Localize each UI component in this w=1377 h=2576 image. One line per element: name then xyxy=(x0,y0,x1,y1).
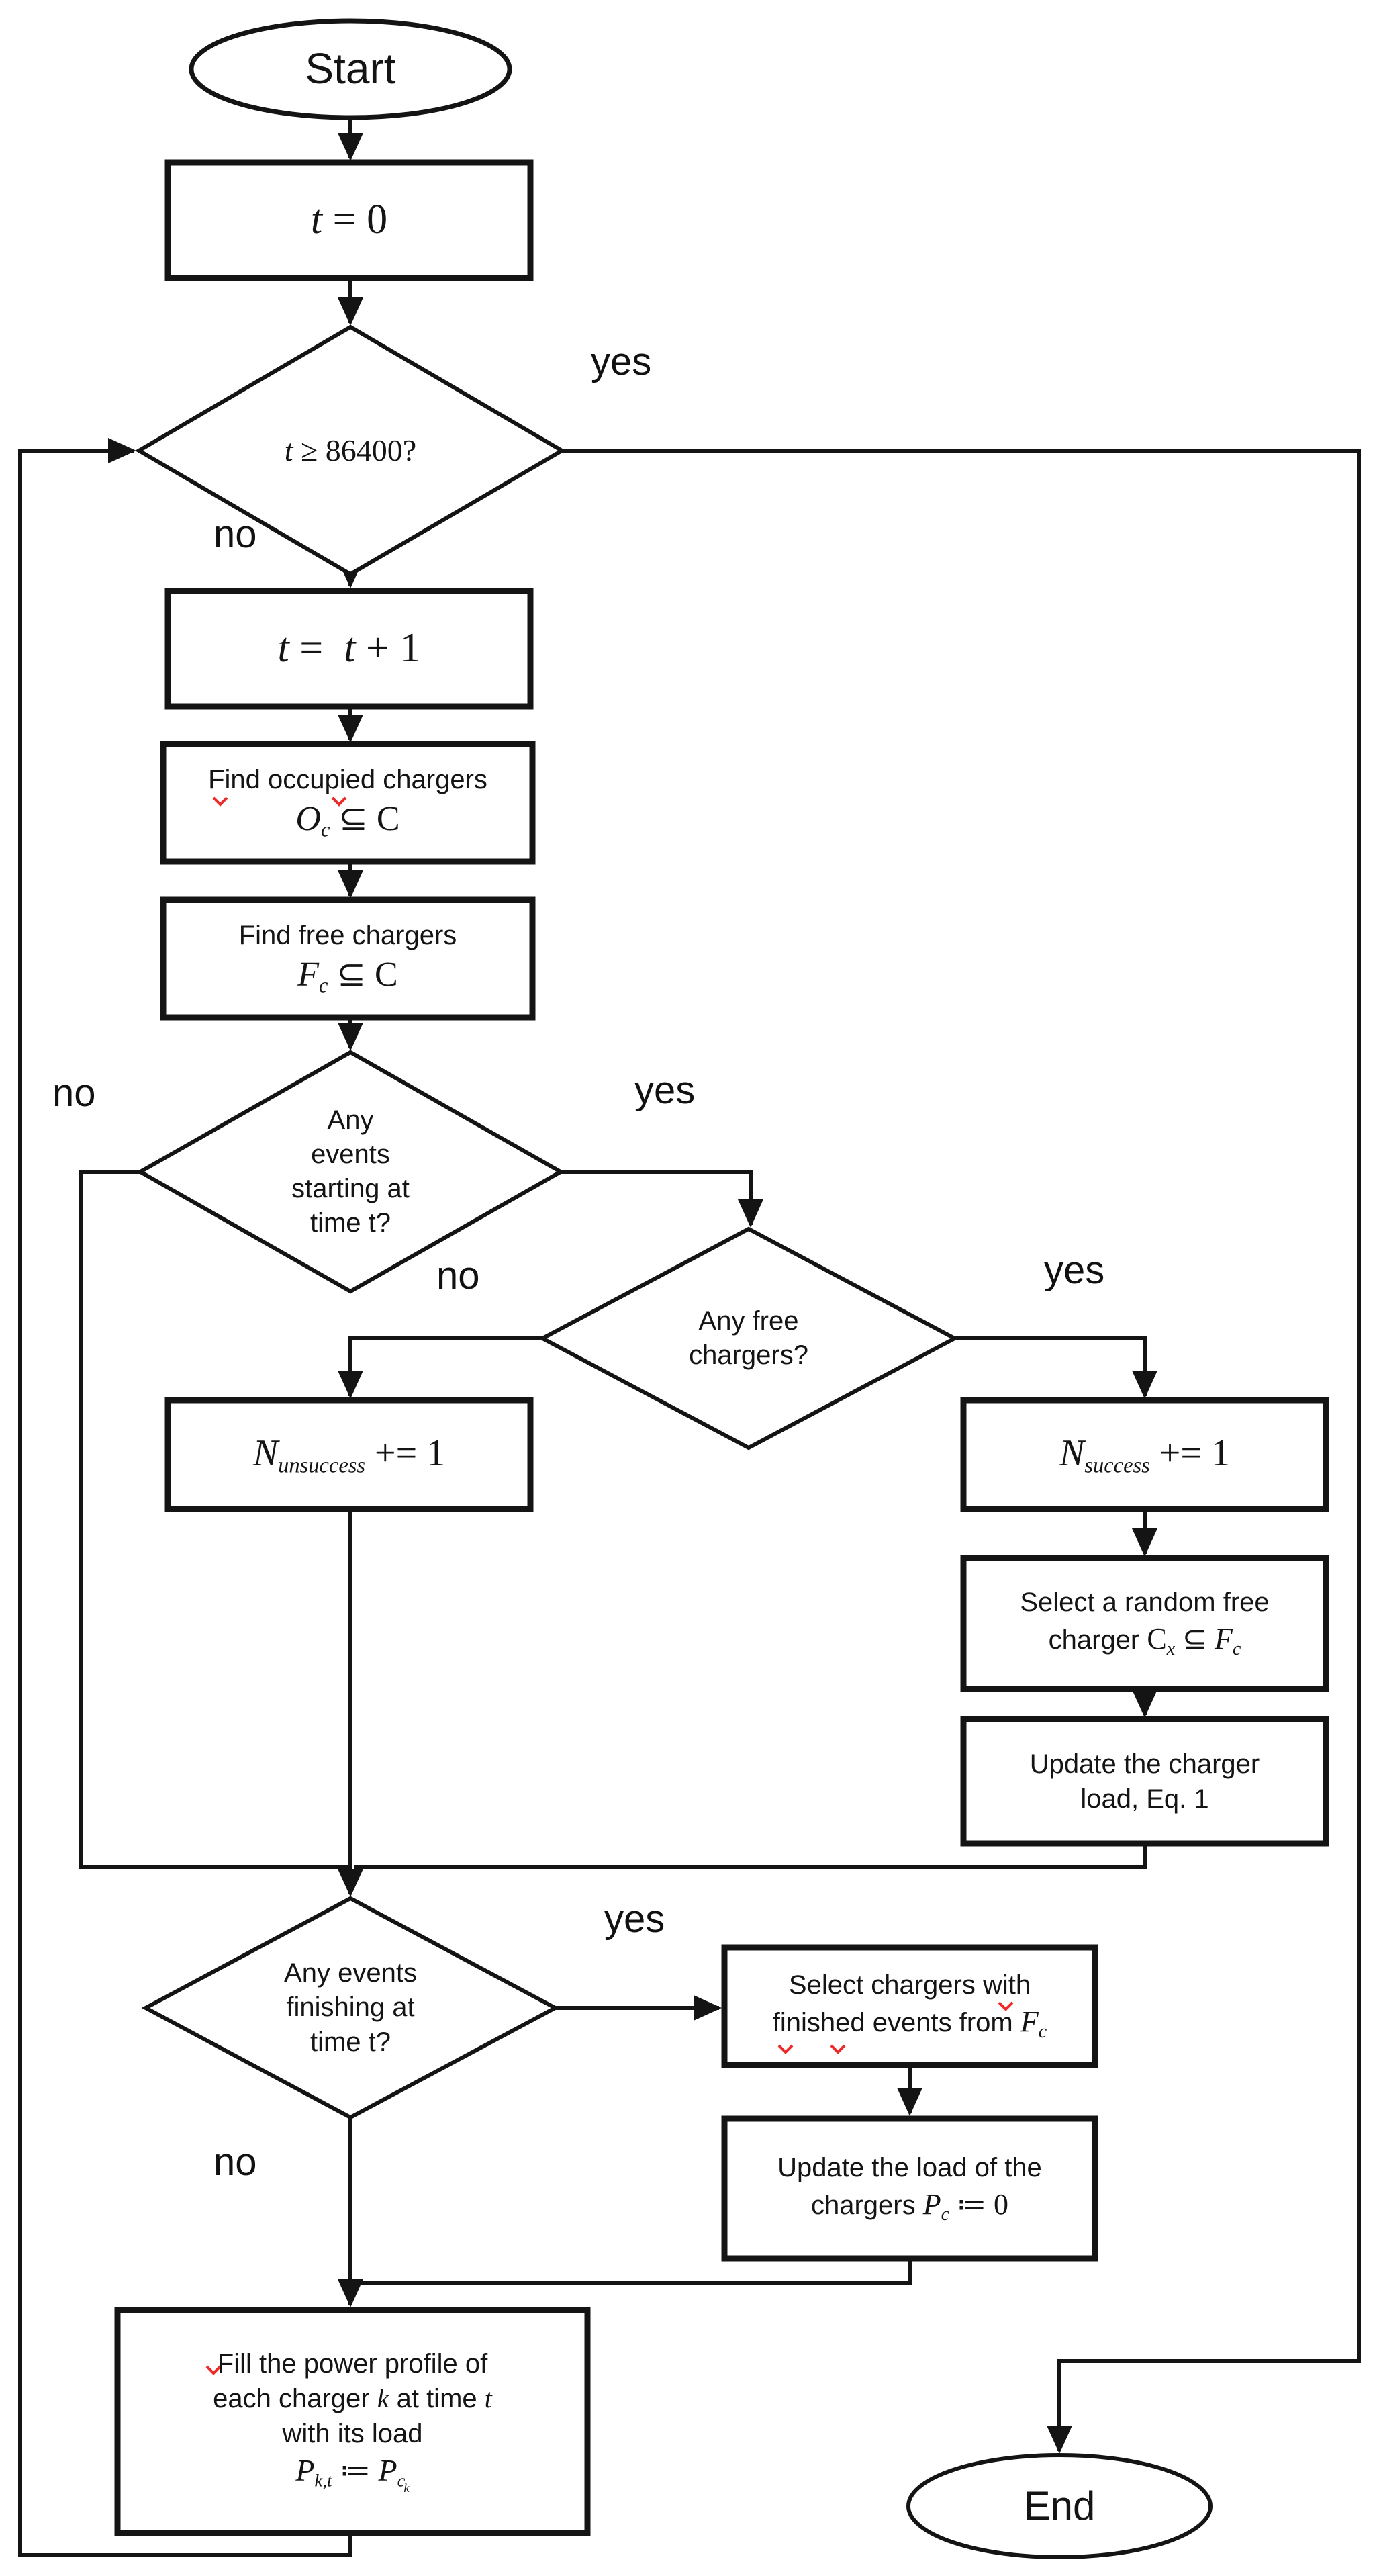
process-selectfinished-label: Select chargers with finished events fro… xyxy=(772,1970,1047,2043)
process-occupied-shape xyxy=(160,741,536,865)
process-nsuccess-label: Nsuccess += 1 xyxy=(1059,1432,1230,1477)
process-updatezero-label: Update the load of the chargers Pc ≔ 0 xyxy=(777,2152,1042,2225)
process-nunsuccess-label: Nunsuccess += 1 xyxy=(252,1432,446,1477)
spellcheck-mark xyxy=(205,2365,222,2375)
edge-label-d3-yes: yes xyxy=(1044,1248,1105,1292)
edge-label-d1-yes: yes xyxy=(591,340,652,383)
decision-start-events-label: Any events starting at time t? xyxy=(291,1105,410,1238)
edge-start-events-yes-to-decision-free xyxy=(561,1170,763,1228)
process-updateload-label: Update the charger load, Eq. 1 xyxy=(1029,1749,1260,1814)
spellcheck-mark xyxy=(998,2001,1014,2011)
process-t0-label: t = 0 xyxy=(310,197,388,243)
start-text: Start xyxy=(305,44,396,93)
process-tinc-label: t = t + 1 xyxy=(277,625,421,672)
edge-label-d1-no: no xyxy=(213,512,257,556)
process-fillprofile-shape xyxy=(114,2307,591,2536)
edge-decision-free-yes-to-nsuccess xyxy=(955,1336,1157,1399)
process-updateload-shape xyxy=(960,1716,1329,1847)
decision-finish-events-shape xyxy=(141,1896,560,2120)
process-selectrandom-shape xyxy=(960,1555,1329,1692)
spellcheck-mark xyxy=(331,796,347,807)
process-fillprofile-label: Fill the power profile of each charger k… xyxy=(213,2348,492,2495)
process-t0-shape xyxy=(164,159,534,281)
edge-updateload-to-merge xyxy=(354,1843,1147,1869)
decision-free-chargers-shape xyxy=(538,1226,959,1451)
edge-label-d2-yes: yes xyxy=(634,1068,696,1112)
decision-time-shape xyxy=(135,324,566,577)
process-updatezero-shape xyxy=(721,2115,1098,2262)
edge-decision-free-no-to-nunsuccess xyxy=(338,1336,542,1399)
end-label: End xyxy=(908,2455,1210,2557)
spellcheck-mark xyxy=(212,796,228,807)
spellcheck-mark xyxy=(777,2044,794,2054)
process-selectfinished-shape xyxy=(721,1944,1098,2068)
process-nsuccess-shape xyxy=(960,1397,1329,1512)
process-free-label: Find free chargers Fc ⊆ C xyxy=(238,921,457,998)
edge-label-d3-no: no xyxy=(436,1254,480,1297)
edge-fill-loopback-to-decision-time xyxy=(18,438,352,2557)
edge-decision-time-yes-to-end xyxy=(562,449,1361,2454)
edge-start-events-no-bypass xyxy=(79,1170,348,1869)
decision-free-chargers-label: Any free chargers? xyxy=(689,1305,808,1370)
decision-time-label: t ≥ 86400? xyxy=(284,432,417,467)
edge-label-d2-no: no xyxy=(52,1071,96,1115)
start-terminator-shape xyxy=(189,18,512,120)
process-free-shape xyxy=(160,896,536,1021)
process-tinc-shape xyxy=(164,588,534,710)
end-text: End xyxy=(1023,2483,1096,2528)
decision-finish-events-label: Any events finishing at time t? xyxy=(284,1958,417,2057)
spellcheck-mark xyxy=(830,2044,846,2054)
start-label: Start xyxy=(191,21,510,117)
process-occupied-label: Find occupied chargers Oc ⊆ C xyxy=(208,765,487,842)
edge-label-d4-no: no xyxy=(213,2140,257,2184)
process-nunsuccess-shape xyxy=(164,1397,534,1512)
edge-updatezero-to-merge xyxy=(353,2258,912,2285)
edge-label-d4-yes: yes xyxy=(604,1897,665,1941)
decision-start-events-shape xyxy=(136,1050,565,1294)
end-terminator-shape xyxy=(906,2453,1213,2559)
process-selectrandom-label: Select a random free charger Cx ⊆ Fc xyxy=(1020,1588,1270,1660)
